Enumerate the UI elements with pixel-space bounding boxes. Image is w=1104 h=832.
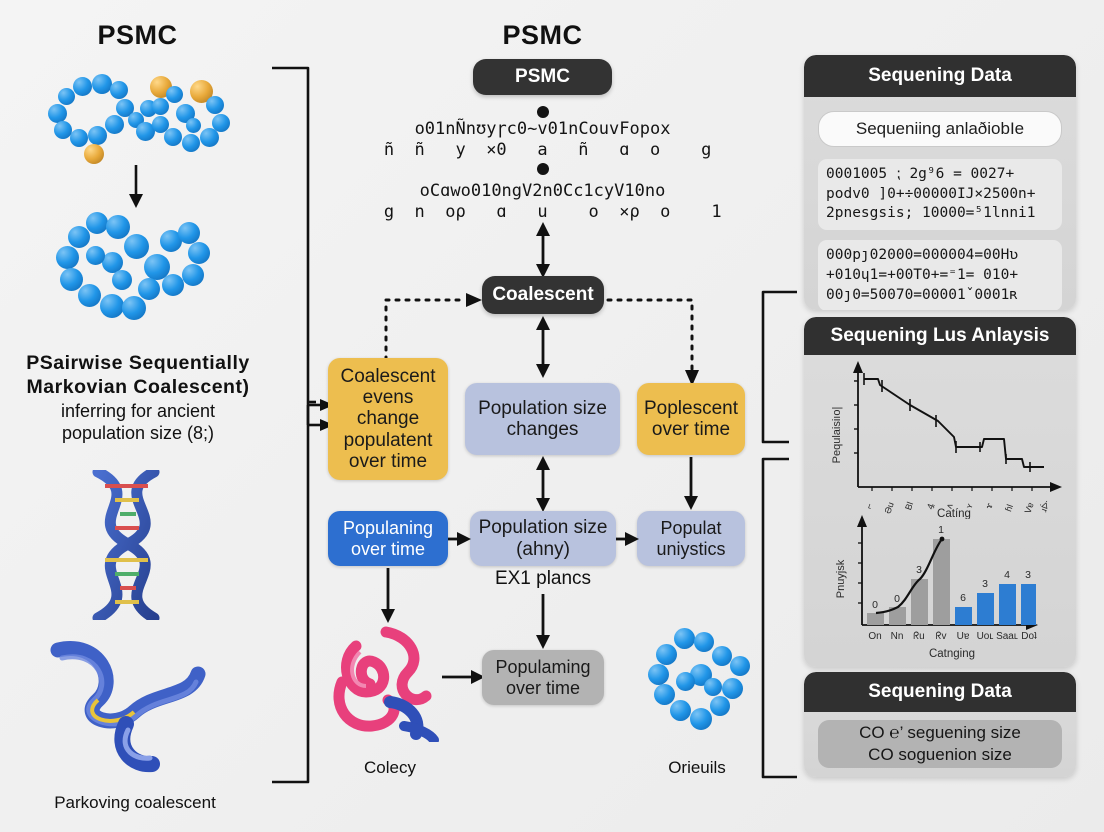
garbled-line-4: g n oρ ɑ u o ×ρ o 1	[363, 202, 722, 222]
sequencing-code-block-1: 0001005 ⁏ 2g⁹6 = 0027+ podv0 ]0+÷00000IJ…	[818, 159, 1062, 231]
arrow-populaning-down	[381, 568, 395, 623]
sequencing-size-box: CO ℮’ seguening size CO soguenion size	[818, 720, 1062, 768]
box-populaming-over-time[interactable]: Populaming over time	[482, 650, 604, 705]
arrow-populaning-to-popsize	[448, 532, 471, 546]
svg-text:Əu: Əu	[882, 501, 895, 515]
protein-ribbon-icon	[50, 641, 206, 773]
sequencing-data-bottom-header: Sequening Data	[804, 672, 1076, 712]
svg-text:Uɐ: Uɐ	[957, 631, 970, 642]
svg-text:Doʇ: Doʇ	[1021, 631, 1037, 642]
sequencing-data-panel-bottom: Sequening Data CO ℮’ seguening size CO s…	[804, 672, 1076, 777]
molecule-bottom-icon	[646, 628, 756, 736]
right-bracket-bottom	[761, 457, 797, 779]
svg-text:ɤ: ɤ	[984, 501, 995, 510]
label-colecy: Colecy	[364, 758, 416, 777]
left-caption-line2: Markovian Coalescent)	[26, 375, 250, 398]
sequencing-size-line1: CO ℮’ seguening size	[859, 722, 1021, 742]
arrow-ex1-down	[536, 594, 550, 649]
sequencing-code-block-2: 000pȷ02000=000004=00Hʋ +010ɥ1=+00T0+=⁼1=…	[818, 240, 1062, 310]
svg-text:ʏ: ʏ	[964, 502, 975, 510]
bar-chart-ylabel: Pnuyjsk	[835, 559, 847, 598]
center-title: PSMC	[502, 20, 583, 50]
svg-text:ɹᐕ: ɹᐕ	[1037, 498, 1051, 513]
garbled-line-2: ñ ñ y ×0 a ñ ɑ o g	[373, 140, 712, 160]
left-title: PSMC	[97, 20, 178, 50]
svg-text:3: 3	[982, 578, 988, 590]
population-bar-chart: 0 0 3 1 6 3 4 3 On Nn ᖇu ᖇv Uɐ Uoʟ Saaʟ …	[835, 515, 1038, 660]
svg-text:0: 0	[894, 593, 900, 605]
left-caption: PSairwise Sequentially Markovian Coalesc…	[8, 352, 268, 445]
garbled-line-3: oCɑwo010ngV2n0Cc1cyV10no	[419, 181, 666, 201]
arrow-text-to-coalescent	[536, 222, 550, 278]
svg-text:On: On	[868, 631, 881, 642]
svg-text:6: 6	[960, 592, 966, 604]
arrow-coalescent-popsize	[536, 316, 550, 378]
arrow-popsize-to-uniystics	[616, 532, 639, 546]
coalescent-pill[interactable]: Coalescent	[482, 276, 604, 314]
line-chart-ylabel: Pequlaisiıo|	[831, 407, 843, 464]
box-populaning-over-time[interactable]: Populaning over time	[328, 511, 448, 566]
box-population-size-ahny[interactable]: Population size (ahny)	[470, 511, 616, 566]
left-caption-line3: inferring for ancient	[60, 400, 216, 421]
molecule-top-icon	[40, 72, 235, 167]
center-dot-top	[537, 106, 549, 118]
box-population-size-changes[interactable]: Population size changes	[465, 383, 620, 455]
sequencing-analysis-header: Sequening Lus Anlaysis	[804, 317, 1076, 355]
sequencing-data-header: Sequening Data	[804, 55, 1076, 97]
garbled-line-1: o01nÑnʊyɼc0~v01nCouvFopox	[414, 119, 671, 139]
left-caption-line1: PSairwise Sequentially	[26, 352, 250, 374]
right-bracket-top	[761, 290, 797, 444]
svg-text:Bl: Bl	[903, 500, 915, 511]
box-poplescent-over-time[interactable]: Poplescent over time	[637, 383, 745, 455]
line-chart-xlabel: Catíng	[937, 508, 971, 519]
svg-text:ᖇv: ᖇv	[936, 631, 947, 642]
caption-ex1-plancs: EX1 plancs	[494, 568, 592, 589]
center-dot-mid	[537, 163, 549, 175]
sequencing-data-panel: Sequening Data Sequeniing anlaðiobIe 000…	[804, 55, 1076, 310]
svg-text:Vɐ: Vɐ	[1023, 501, 1036, 515]
svg-text:0: 0	[872, 599, 878, 611]
population-decline-chart: Pequlaisiıo| ⌐ Əu Bl ꜯ ʌ ʏ ɤ ɦl Vɐ ɹᐕ Ca…	[831, 361, 1062, 519]
label-orieuils: Orieuils	[668, 758, 726, 777]
left-bottom-label: Parkoving coalescent	[54, 793, 216, 812]
pink-protein-icon	[333, 626, 439, 742]
bar-chart-xlabel: Catnging	[929, 648, 975, 660]
svg-text:ʌ: ʌ	[944, 502, 955, 510]
arrow-popsize-vertical	[536, 456, 550, 512]
svg-text:ᖇu: ᖇu	[913, 631, 924, 642]
arrow-pink-to-populaming	[442, 670, 485, 684]
box-populat-uniystics[interactable]: Populat uniystics	[637, 511, 745, 566]
arrow-poplescent-down	[684, 457, 698, 510]
svg-text:Saaʟ: Saaʟ	[996, 631, 1018, 642]
svg-text:Nn: Nn	[891, 631, 904, 642]
svg-text:Uoʟ: Uoʟ	[977, 631, 994, 642]
svg-text:3: 3	[916, 564, 922, 576]
sequencing-analysis-panel: Sequening Lus Anlaysis	[804, 317, 1076, 667]
box-coalescent-events[interactable]: Coalescent evens change populatent over …	[328, 358, 448, 480]
left-bracket	[272, 66, 334, 784]
svg-text:ꜯ: ꜯ	[924, 501, 936, 510]
dotted-connector-left	[384, 293, 482, 372]
sequencing-size-line2: CO soguenion size	[868, 745, 1012, 764]
svg-text:3: 3	[1025, 569, 1031, 581]
svg-text:⌐: ⌐	[864, 502, 875, 510]
svg-text:4: 4	[1004, 569, 1010, 581]
psmc-pill[interactable]: PSMC	[473, 59, 612, 95]
dotted-connector-right	[606, 298, 699, 386]
svg-text:1: 1	[938, 524, 944, 536]
left-arrow-down-icon	[129, 165, 143, 208]
molecule-second-icon	[52, 212, 212, 322]
dna-helix-icon	[92, 470, 160, 620]
left-caption-line4: population size (8;)	[61, 423, 215, 444]
svg-text:ɦl: ɦl	[1003, 503, 1015, 513]
sequencing-available-chip[interactable]: Sequeniing anlaðiobIe	[818, 111, 1062, 147]
